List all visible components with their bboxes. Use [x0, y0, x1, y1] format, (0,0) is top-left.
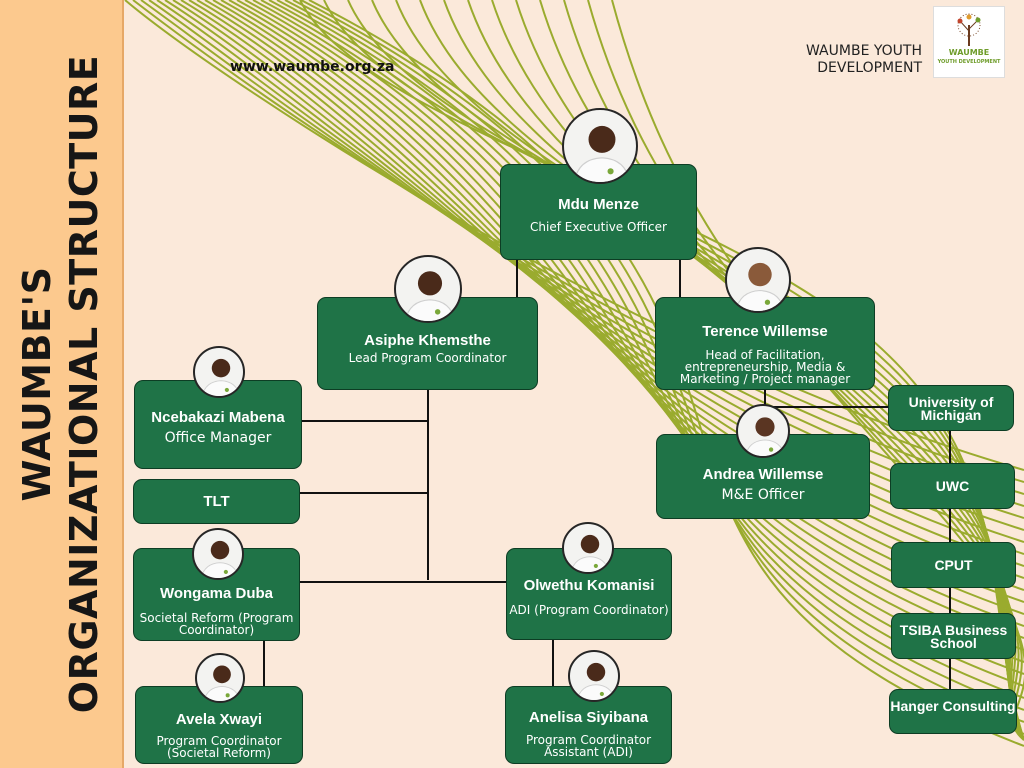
avatar-office [193, 346, 245, 398]
node-office-role: Office Manager [164, 430, 272, 446]
tree-icon [957, 13, 981, 46]
website-url[interactable]: www.waumbe.org.za [230, 59, 395, 75]
sidebar: WAUMBE'S ORGANIZATIONAL STRUCTURE [0, 0, 124, 768]
partner-name: University of Michigan [908, 394, 994, 423]
avatar-avela [195, 653, 245, 703]
node-anelisa-name: Anelisa Siyibana [528, 709, 649, 726]
node-avela-name: Avela Xwayi [175, 711, 263, 728]
person-icon [570, 534, 610, 572]
person-icon [573, 125, 631, 182]
node-office: Ncebakazi Mabena Office Manager [134, 380, 302, 469]
person-icon [203, 665, 241, 701]
node-office-name: Ncebakazi Mabena [151, 409, 285, 426]
logo: WAUMBE YOUTH DEVELOPMENT [933, 6, 1005, 78]
partner-university-of-michigan: University of Michigan [888, 385, 1014, 431]
avatar-head [725, 247, 791, 313]
node-ceo-role: Chief Executive Officer [530, 220, 667, 234]
wave-line [300, 0, 1024, 735]
partner-hanger-consulting: Hanger Consulting [889, 689, 1017, 734]
node-head: Terence Willemse Head of Facilitation, e… [655, 297, 875, 390]
wave-line [220, 0, 1024, 615]
person-icon [576, 662, 616, 700]
wave-line [236, 0, 1024, 639]
partner-name: TSIBA Business School [899, 622, 1008, 651]
wave-line [228, 0, 1024, 627]
node-olwethu-name: Olwethu Komanisi [523, 577, 655, 594]
brand-name: WAUMBE YOUTH DEVELOPMENT [805, 43, 922, 76]
node-tlt: TLT [133, 479, 300, 524]
partner-name: UWC [935, 478, 970, 494]
partner-name: Hanger Consulting [890, 698, 1016, 714]
person-icon [200, 540, 240, 578]
avatar-wongama [192, 528, 244, 580]
avatar-ceo [562, 108, 638, 184]
node-olwethu-role: ADI (Program Coordinator) [509, 603, 669, 617]
avatar-me [736, 404, 790, 458]
node-avela-role: Program Coordinator (Societal Reform) [156, 734, 282, 760]
node-head-role: Head of Facilitation, entrepreneurship, … [679, 348, 851, 386]
logo-subtext: YOUTH DEVELOPMENT [937, 59, 1001, 65]
node-wongama-role: Societal Reform (Program Coordinator) [139, 611, 294, 637]
wave-line [244, 0, 1024, 651]
person-icon [201, 358, 241, 396]
node-me-name: Andrea Willemse [702, 466, 824, 483]
node-tlt-name: TLT [203, 493, 230, 510]
person-icon [404, 271, 456, 321]
node-anelisa-role: Program Coordinator Assistant (ADI) [525, 733, 652, 759]
node-wongama-name: Wongama Duba [159, 585, 274, 602]
node-lead-role: Lead Program Coordinator [348, 351, 507, 365]
partner-name: CPUT [934, 557, 973, 573]
logo-text: WAUMBE [948, 48, 990, 57]
avatar-anelisa [568, 650, 620, 702]
avatar-lead [394, 255, 462, 323]
node-lead-name: Asiphe Khemsthe [364, 332, 491, 349]
avatar-olwethu [562, 522, 614, 574]
partner-uwc: UWC [890, 463, 1015, 509]
node-olwethu: Olwethu Komanisi ADI (Program Coordinato… [506, 548, 672, 640]
node-head-name: Terence Willemse [702, 323, 828, 340]
node-ceo-name: Mdu Menze [558, 196, 639, 213]
node-me-role: M&E Officer [721, 487, 805, 503]
partner-cput: CPUT [891, 542, 1016, 588]
wave-line [308, 0, 1024, 747]
node-me: Andrea Willemse M&E Officer [656, 434, 870, 519]
wave-line [260, 0, 1024, 675]
wave-line [292, 0, 1024, 723]
partner-tsiba-business-school: TSIBA Business School [891, 613, 1016, 659]
wave-line [212, 0, 1024, 603]
wave-line [252, 0, 1024, 663]
